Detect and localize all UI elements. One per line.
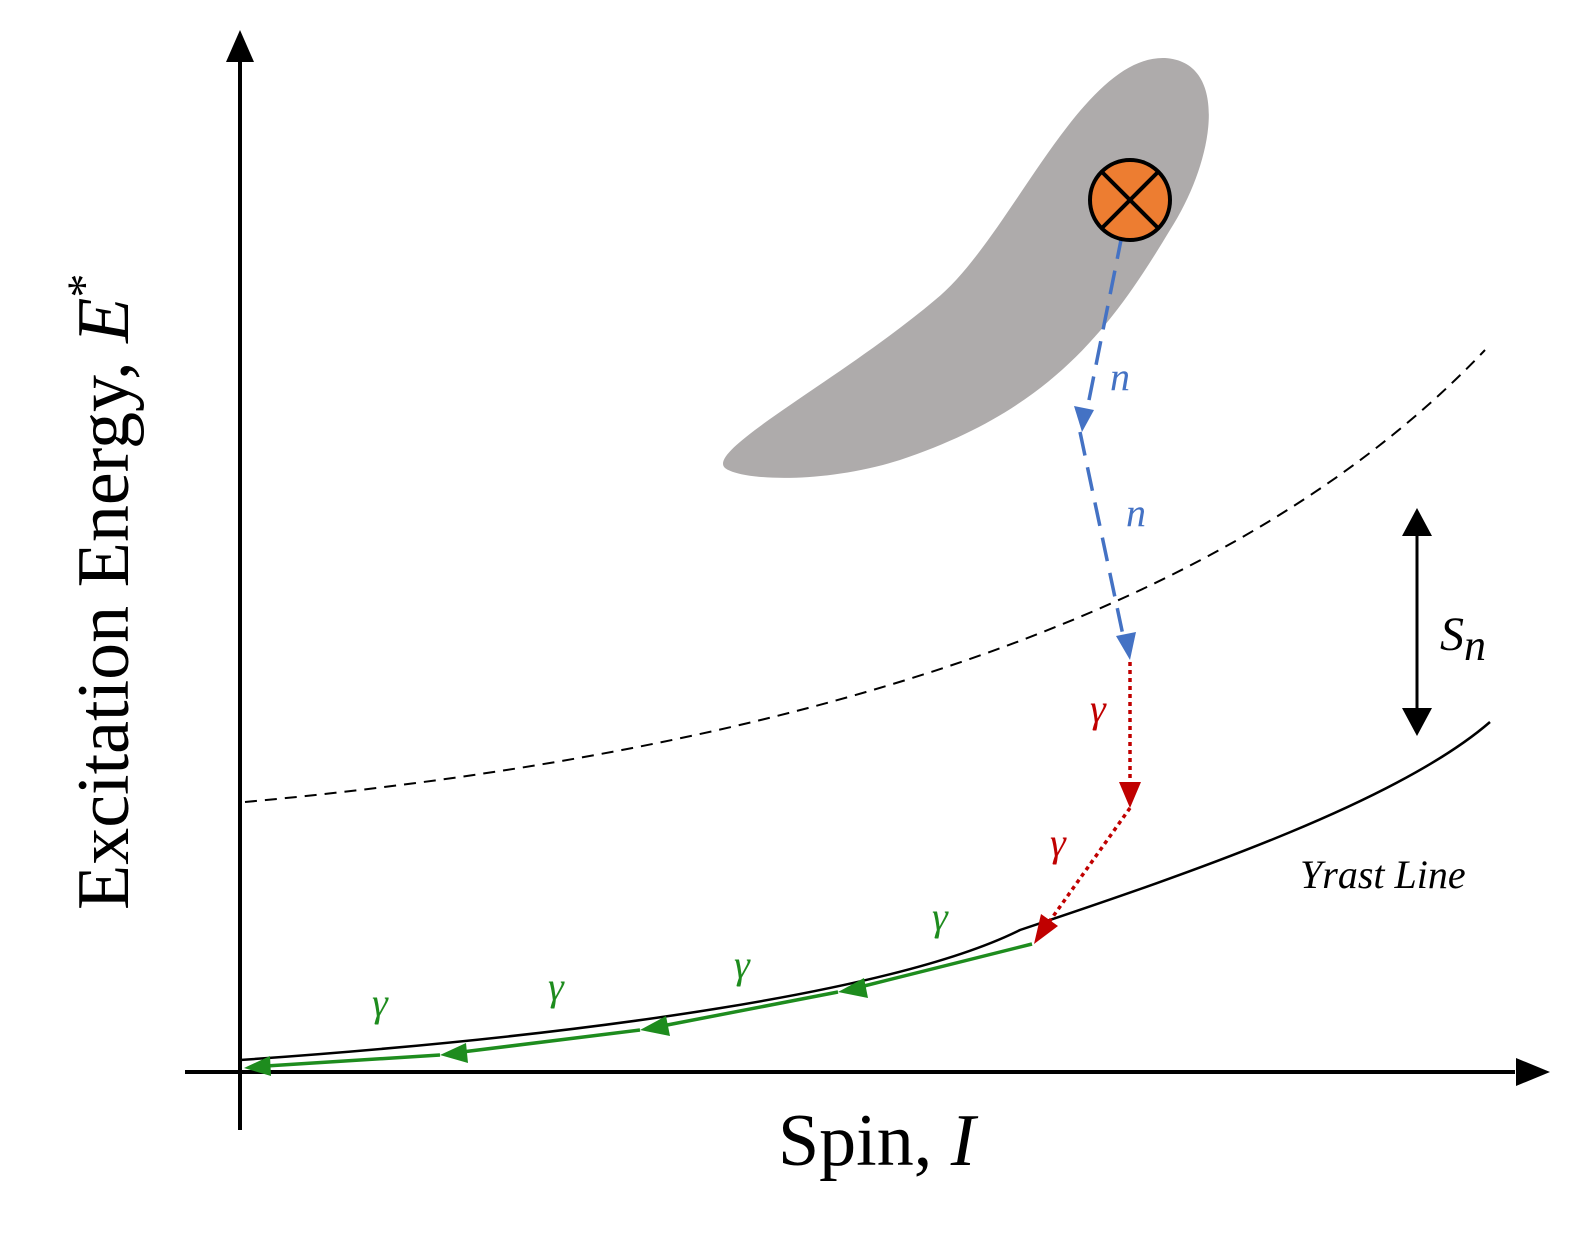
nucleus-icon [1088,158,1172,242]
neutron-emission-2 [1078,431,1126,641]
gamma-yrast-label-4: γ [372,980,389,1025]
y-axis-label: Excitation Energy, [63,343,145,910]
gamma-yrast-label-3: γ [548,964,565,1009]
gamma-statistical-arrowhead-2 [1034,914,1058,944]
neutron-label-2: n [1126,490,1146,535]
x-axis-label: Spin, [778,1100,951,1182]
gamma-yrast-arrowhead-1 [838,978,868,998]
gamma-yrast-segment-2 [661,990,839,1028]
neutron-separation-line [244,349,1486,803]
neutron-arrowhead-1 [1074,406,1094,432]
y-axis-title: Excitation Energy, E* [58,274,145,910]
gamma-yrast-segment-3 [461,1028,641,1054]
gamma-yrast-arrowhead-2 [640,1016,670,1036]
y-axis-variable: E [63,298,145,344]
gamma-yrast-segment-1 [855,942,1033,990]
neutron-arrowhead-2 [1116,632,1136,660]
gamma-yrast-arrowhead-3 [440,1043,468,1063]
gamma-yrast-label-2: γ [734,942,751,987]
sn-label: Sn [1440,608,1486,670]
gamma-yrast-arrowhead-4 [244,1056,271,1076]
y-axis-superscript: * [58,274,111,298]
gamma-statistical-label-2: γ [1050,820,1067,865]
x-axis-arrowhead [1516,1058,1550,1086]
y-axis-arrowhead [226,30,254,62]
sn-arrowhead-top [1402,508,1432,536]
yrast-line [239,721,1491,1062]
gamma-statistical-arrowhead-1 [1119,782,1141,808]
gamma-statistical-label-1: γ [1090,686,1107,731]
x-axis-variable: I [950,1100,979,1182]
x-axis-title: Spin, I [778,1100,979,1182]
gamma-yrast-label-1: γ [932,894,949,939]
yrast-line-label: Yrast Line [1300,852,1466,897]
sn-label-main: S [1440,608,1464,661]
neutron-label-1: n [1110,354,1130,399]
compound-region [723,57,1209,478]
sn-label-sub: n [1464,621,1486,670]
gamma-yrast-segment-4 [265,1053,441,1068]
sn-arrowhead-bottom [1402,708,1432,736]
